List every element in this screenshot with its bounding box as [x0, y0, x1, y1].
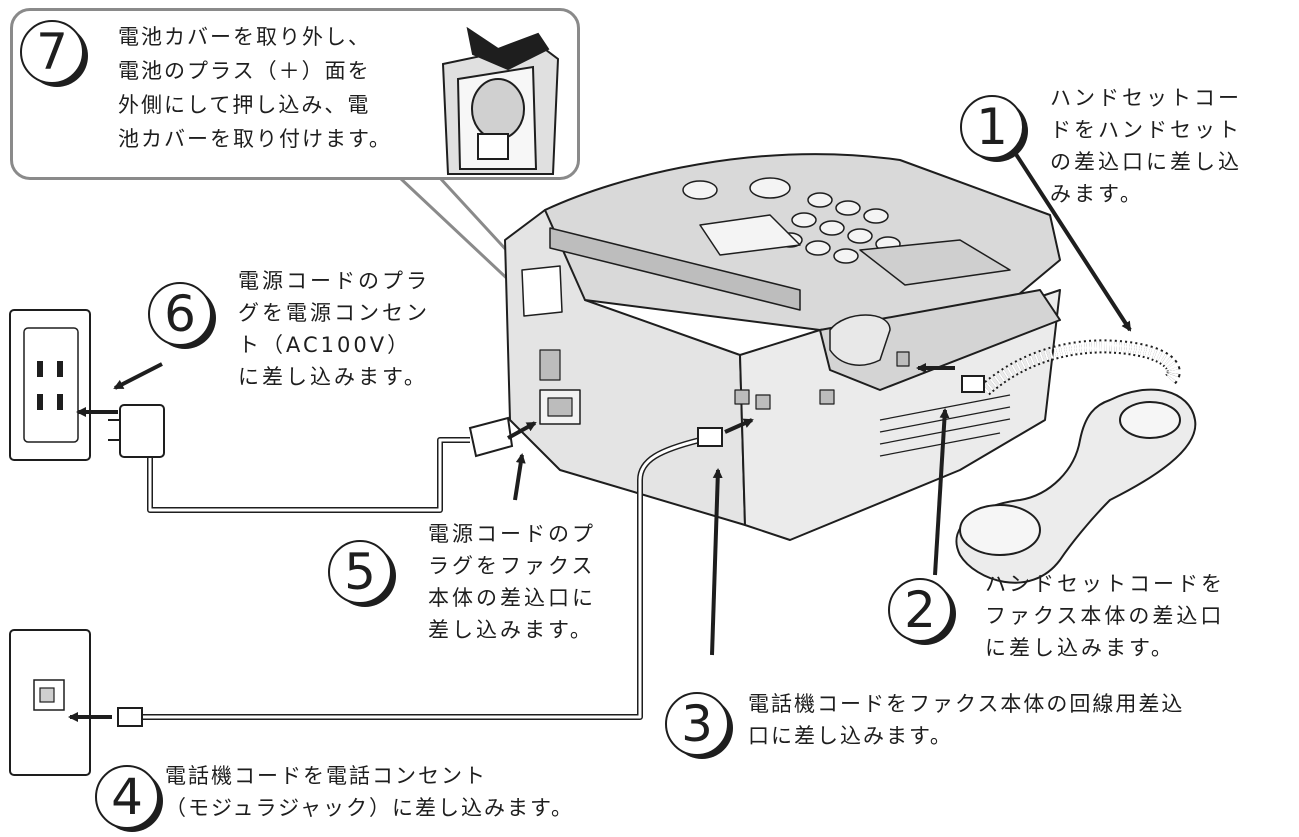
- step-number-2: 2: [888, 578, 956, 645]
- handset: [955, 388, 1197, 584]
- arrows: [68, 143, 1132, 722]
- power-cord: [147, 437, 470, 513]
- step-number-6: 6: [148, 282, 216, 349]
- line-plug-jack: [117, 707, 143, 727]
- fax-machine: [504, 153, 1061, 541]
- step-number-3: 3: [665, 692, 733, 759]
- line-plug-fax: [697, 427, 723, 447]
- step-3-caption: 電話機コードをファクス本体の回線用差込 口に差し込みます。: [748, 692, 1185, 748]
- step-number-5: 5: [328, 540, 396, 607]
- step-number-4: 4: [95, 765, 163, 832]
- power-plug-fax: [468, 416, 514, 458]
- step-5-caption: 電源コードのプ ラグをファクス 本体の差込口に 差し込みます。: [428, 522, 596, 642]
- handset-coil-cord: [980, 339, 1181, 396]
- step-number-7: 7: [20, 20, 88, 87]
- step-4-caption: 電話機コードを電話コンセント （モジュラジャック）に差し込みます。: [165, 764, 574, 820]
- power-plug-wall: [108, 404, 165, 458]
- callout-box: [10, 8, 580, 180]
- step-number-1: 1: [960, 95, 1028, 162]
- power-outlet: [9, 309, 91, 461]
- handset-cord-plug: [961, 375, 985, 393]
- step-7-caption: 電池カバーを取り外し、 電池のプラス（＋）面を 外側にして押し込み、電 池カバー…: [118, 25, 392, 151]
- phone-jack: [9, 629, 91, 776]
- step-2-caption: ハンドセットコードを ファクス本体の差込口 に差し込みます。: [985, 572, 1225, 660]
- step-1-caption: ハンドセットコー ドをハンドセット の差込口に差し込 みます。: [1050, 86, 1242, 206]
- battery-cover-illustration: [441, 26, 560, 175]
- step-6-caption: 電源コードのプラ グを電源コンセン ト（AC100V） に差し込みます。: [238, 269, 430, 389]
